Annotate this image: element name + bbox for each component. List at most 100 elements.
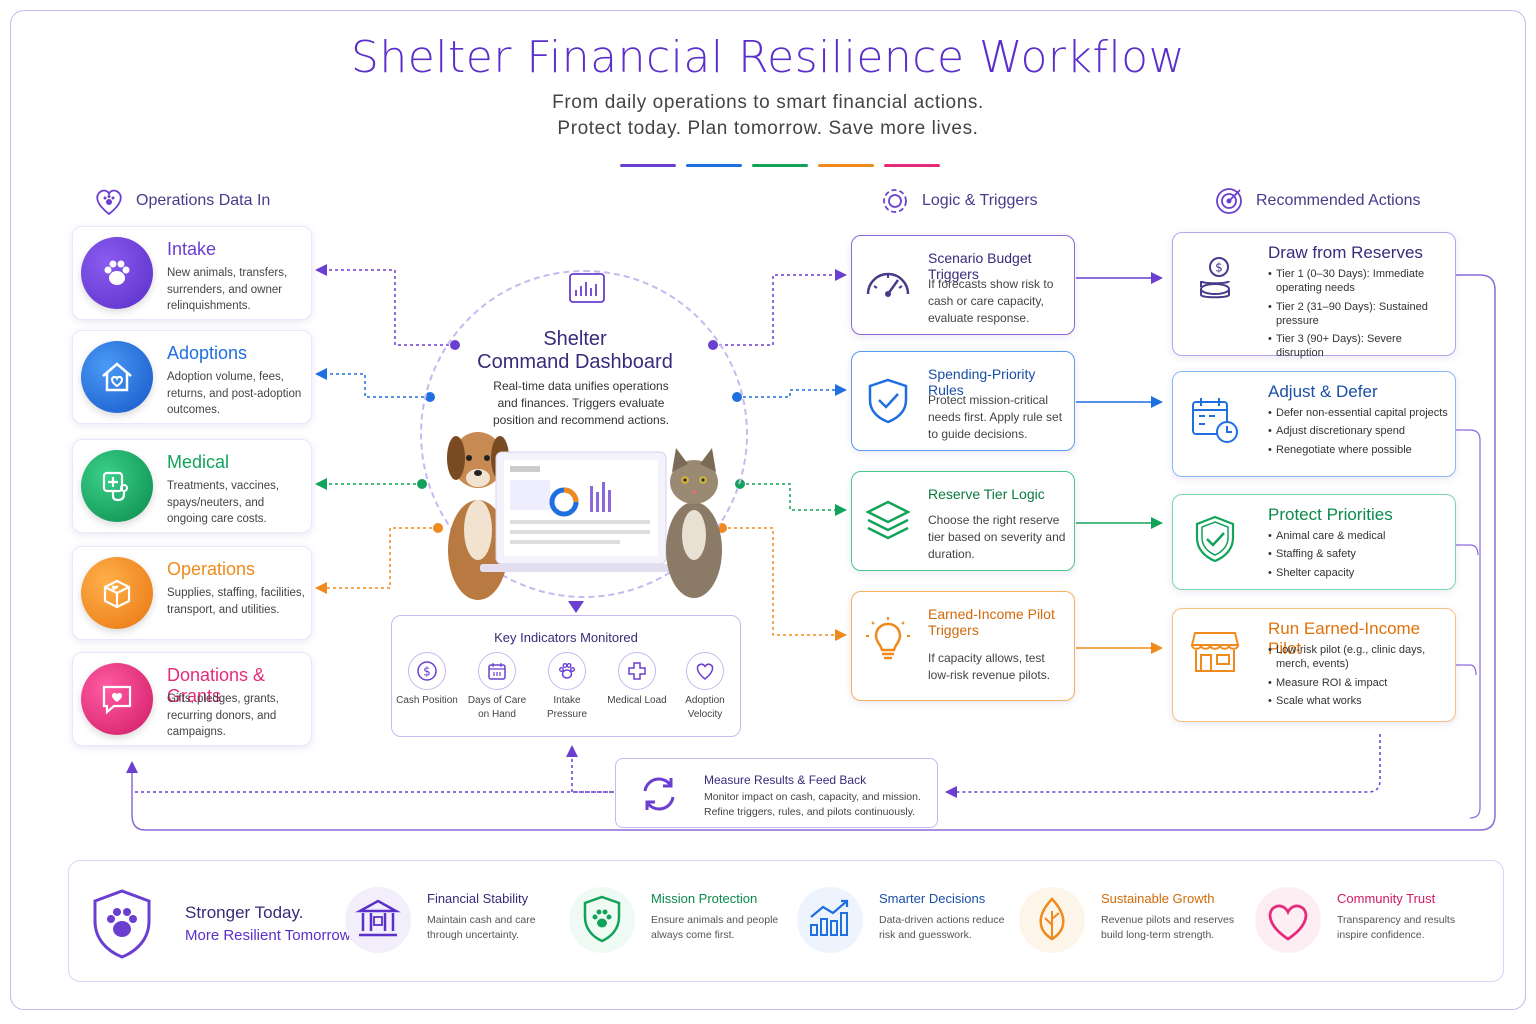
input-card-operations[interactable]: Operations Supplies, staffing, facilitie… xyxy=(72,546,312,640)
benefit-title: Community Trust xyxy=(1337,891,1436,906)
house-heart-icon xyxy=(102,362,132,392)
section-logic-header: Logic & Triggers xyxy=(878,184,1038,218)
medical-icon xyxy=(102,471,128,502)
action-card-draw-reserves[interactable]: $ Draw from Reserves Tier 1 (0–30 Days):… xyxy=(1172,232,1456,359)
benefit-desc: Data-driven actions reduce risk and gues… xyxy=(879,914,1005,942)
indicator-medical-load[interactable]: Medical Load xyxy=(602,652,672,708)
action-item: Measure ROI & impact xyxy=(1268,676,1448,691)
box-icon xyxy=(103,579,131,609)
shield-check-icon xyxy=(868,378,908,424)
leaf-icon xyxy=(1019,887,1085,953)
input-desc: Treatments, vaccines, spays/neuters, and… xyxy=(167,480,280,526)
benefit-title: Smarter Decisions xyxy=(879,891,986,906)
heart-icon xyxy=(696,663,714,680)
calendar-clock-icon xyxy=(1192,398,1238,443)
outer-frame xyxy=(10,10,1526,1010)
input-card-intake[interactable]: Intake New animals, transfers, surrender… xyxy=(72,226,312,320)
trigger-card-spending-priority[interactable]: Spending-Priority Rules Protect mission-… xyxy=(851,351,1075,451)
action-list: Low-risk pilot (e.g., clinic days, merch… xyxy=(1268,643,1448,712)
dollar-icon: $ xyxy=(417,661,437,681)
layers-icon xyxy=(865,500,911,540)
input-title: Operations xyxy=(167,559,256,579)
indicator-label: Cash Position xyxy=(396,695,458,706)
input-card-donations[interactable]: Donations & Grants Gifts, pledges, grant… xyxy=(72,652,312,746)
heart-icon xyxy=(1255,887,1321,953)
refresh-cycle-icon xyxy=(643,777,675,811)
heart-paw-icon xyxy=(96,189,122,216)
input-desc: Gifts, pledges, grants, recurring donors… xyxy=(167,693,279,739)
input-card-adoptions[interactable]: Adoptions Adoption volume, fees, returns… xyxy=(72,330,312,424)
action-item: Staffing & safety xyxy=(1268,547,1448,562)
input-desc: Supplies, staffing, facilities, transpor… xyxy=(167,587,305,616)
indicator-cash-position[interactable]: $ Cash Position xyxy=(392,652,462,708)
bottom-hero-line2: More Resilient Tomorrow. xyxy=(185,927,354,944)
bottom-hero: Stronger Today. More Resilient Tomorrow. xyxy=(89,887,354,964)
gauge-icon xyxy=(866,272,910,297)
benefit-title: Mission Protection xyxy=(651,891,758,906)
trigger-card-earned-income[interactable]: Earned-Income Pilot Triggers If capacity… xyxy=(851,591,1075,701)
measure-results-box[interactable]: Measure Results & Feed Back Monitor impa… xyxy=(615,758,938,828)
trigger-title: Scenario Budget Triggers xyxy=(928,250,1032,282)
trigger-desc: If capacity allows, test low-risk revenu… xyxy=(928,651,1051,682)
trigger-card-reserve-tier[interactable]: Reserve Tier Logic Choose the right rese… xyxy=(851,471,1075,571)
action-item: Shelter capacity xyxy=(1268,566,1448,581)
action-item: Adjust discretionary spend xyxy=(1268,424,1448,439)
trigger-title: Spending-Priority Rules xyxy=(928,366,1036,398)
dashboard-desc: Real-time data unifies operations and fi… xyxy=(492,379,670,427)
subtitle-line-2: Protect today. Plan tomorrow. Save more … xyxy=(557,118,979,139)
action-list: Animal care & medical Staffing & safety … xyxy=(1268,529,1448,584)
action-list: Defer non-essential capital projects Adj… xyxy=(1268,406,1448,461)
svg-text:$: $ xyxy=(423,665,431,679)
action-title: Adjust & Defer xyxy=(1268,382,1378,401)
chart-monitor-icon xyxy=(569,273,605,303)
trigger-card-scenario-budget[interactable]: Scenario Budget Triggers If forecasts sh… xyxy=(851,235,1075,335)
action-title: Protect Priorities xyxy=(1268,505,1393,524)
indicator-intake-pressure[interactable]: Intake Pressure xyxy=(532,652,602,721)
dashboard-title-line1: Shelter xyxy=(543,328,607,350)
svg-text:$: $ xyxy=(1215,261,1223,275)
action-card-earned-income-pilot[interactable]: Run Earned-Income Pilot Low-risk pilot (… xyxy=(1172,608,1456,722)
page-title: Shelter Financial Resilience Workflow xyxy=(350,32,1186,83)
indicator-label: Days of Care on Hand xyxy=(467,695,527,720)
benefit-title: Sustainable Growth xyxy=(1101,891,1215,906)
subtitle-line-1: From daily operations to smart financial… xyxy=(552,92,984,113)
section-logic-label: Logic & Triggers xyxy=(922,192,1038,209)
benefit-desc: Ensure animals and people always come fi… xyxy=(651,914,779,942)
dog-illustration xyxy=(447,432,509,600)
input-title: Intake xyxy=(167,239,217,259)
cross-icon xyxy=(628,662,646,680)
dashboard-ring xyxy=(420,270,748,598)
benefit-desc: Transparency and results inspire confide… xyxy=(1337,914,1456,942)
benefit-title: Financial Stability xyxy=(427,891,529,906)
bank-icon xyxy=(345,887,411,953)
calendar-icon xyxy=(488,663,506,680)
action-item: Tier 1 (0–30 Days): Immediate operating … xyxy=(1268,267,1448,296)
action-list: Tier 1 (0–30 Days): Immediate operating … xyxy=(1268,267,1448,365)
input-title: Donations & Grants xyxy=(167,665,266,706)
action-item: Low-risk pilot (e.g., clinic days, merch… xyxy=(1268,643,1448,672)
pointer-down-icon xyxy=(568,601,584,613)
target-icon xyxy=(1216,188,1242,214)
indicator-label: Intake Pressure xyxy=(546,695,587,720)
paw-icon xyxy=(559,663,575,679)
intake-icon-circle xyxy=(81,237,153,309)
bottom-hero-line1: Stronger Today. xyxy=(185,903,304,922)
action-item: Tier 2 (31–90 Days): Sustained pressure xyxy=(1268,300,1448,329)
measure-desc: Monitor impact on cash, capacity, and mi… xyxy=(704,791,921,819)
indicator-label: Medical Load xyxy=(607,695,667,706)
medical-icon-circle xyxy=(81,450,153,522)
key-indicators-panel: Key Indicators Monitored $ Cash Position… xyxy=(391,615,741,737)
trigger-desc: If forecasts show risk to cash or care c… xyxy=(928,277,1054,325)
cat-illustration xyxy=(666,448,722,598)
input-card-medical[interactable]: Medical Treatments, vaccines, spays/neut… xyxy=(72,439,312,533)
indicator-adoption-velocity[interactable]: Adoption Velocity xyxy=(670,652,740,721)
action-card-adjust-defer[interactable]: Adjust & Defer Defer non-essential capit… xyxy=(1172,371,1456,477)
paw-icon xyxy=(104,260,130,285)
section-actions-label: Recommended Actions xyxy=(1256,192,1421,209)
indicator-days-of-care[interactable]: Days of Care on Hand xyxy=(462,652,532,721)
action-card-protect-priorities[interactable]: Protect Priorities Animal care & medical… xyxy=(1172,494,1456,590)
shield-paw-icon xyxy=(93,889,151,959)
donations-icon-circle xyxy=(81,663,153,735)
chart-growth-icon xyxy=(797,887,863,953)
action-item: Defer non-essential capital projects xyxy=(1268,406,1448,421)
